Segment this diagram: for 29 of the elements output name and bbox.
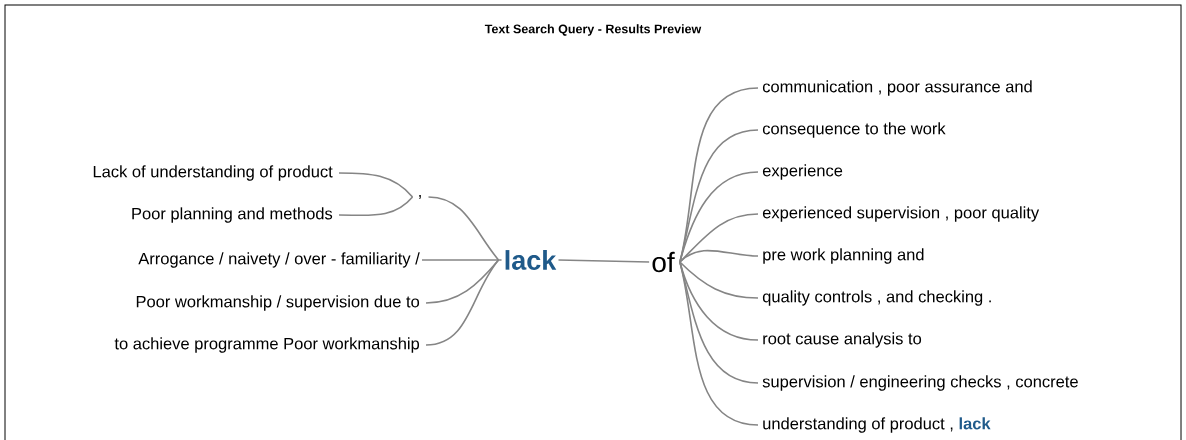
search-term: lack (505, 250, 557, 270)
word-phrase: supervision / engineering checks , concrete (762, 375, 1078, 391)
branch-line (338, 172, 414, 198)
branch-line (338, 196, 414, 217)
word-phrase: to achieve programme Poor workmanship (114, 337, 420, 353)
branch-line (679, 261, 759, 426)
word-phrase: communication , poor assurance and (762, 80, 1032, 96)
branch-line (679, 213, 759, 263)
word-phrase: understanding of product , lack (763, 417, 991, 433)
word-phrase: of (652, 251, 675, 273)
word-phrase: Lack of understanding of product (93, 165, 333, 181)
word-phrase: quality controls , and checking . (762, 290, 991, 306)
word-phrase: root cause analysis to (763, 332, 922, 348)
branch-line (679, 249, 759, 263)
word-phrase: Poor workmanship / supervision due to (136, 295, 420, 311)
branch-line (427, 196, 500, 261)
word-phrase: Arrogance / naivety / over - familiarity / (138, 252, 420, 268)
word-phrase: Poor planning and methods (132, 207, 333, 223)
word-phrase: experienced supervision , poor quality (762, 206, 1040, 222)
word-phrase: pre work planning and (763, 248, 924, 264)
word-phrase: , (419, 195, 421, 199)
word-phrase: consequence to the work (762, 122, 946, 138)
branch-line (679, 171, 759, 263)
branch-line (425, 259, 500, 346)
branch-line (421, 259, 503, 261)
word-phrase: experience (762, 164, 843, 180)
branch-line (679, 261, 759, 299)
branch-line (557, 259, 650, 263)
title: Text Search Query - Results Preview (484, 24, 702, 36)
